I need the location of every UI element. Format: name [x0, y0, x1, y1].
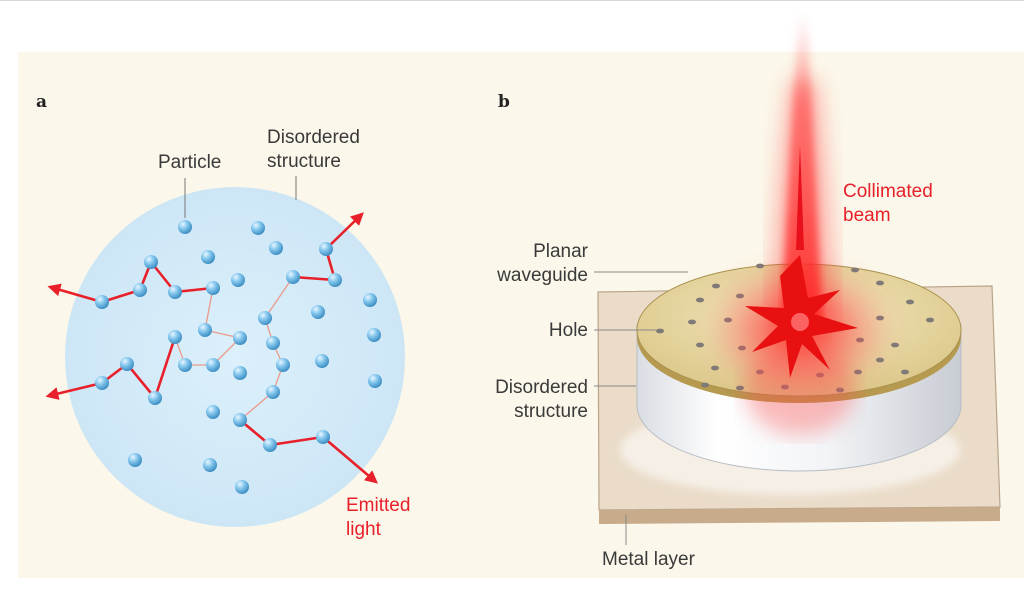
particle: [258, 311, 272, 325]
particle: [286, 270, 300, 284]
beam-halo: [770, 80, 836, 320]
particle: [206, 358, 220, 372]
particle: [120, 357, 134, 371]
particle: [319, 242, 333, 256]
disordered-structure-label-b: Disordered structure: [470, 376, 588, 424]
beam-core: [796, 145, 804, 250]
particle: [233, 331, 247, 345]
label-line: structure: [267, 151, 341, 172]
particle: [168, 330, 182, 344]
emission-center: [791, 313, 809, 331]
particle: [231, 273, 245, 287]
particle: [316, 430, 330, 444]
particle: [328, 273, 342, 287]
panel-a-letter: a: [36, 92, 48, 112]
particle: [315, 354, 329, 368]
particle: [198, 323, 212, 337]
label-line: structure: [514, 401, 588, 422]
label-line: light: [346, 519, 381, 540]
panel-b-diagram: [594, 15, 1001, 545]
label-line: Disordered: [267, 127, 360, 148]
particle: [206, 281, 220, 295]
label-line: Disordered: [495, 377, 588, 398]
particle: [251, 221, 265, 235]
particle: [276, 358, 290, 372]
label-line: beam: [843, 205, 891, 226]
emitted-light-label: Emitted light: [346, 494, 410, 542]
panel-a-diagram: [45, 176, 405, 527]
particle: [233, 366, 247, 380]
particle: [269, 241, 283, 255]
particle: [144, 255, 158, 269]
particle: [235, 480, 249, 494]
collimated-beam-label: Collimated beam: [843, 180, 933, 228]
label-line: waveguide: [497, 265, 588, 286]
particles: [95, 220, 382, 494]
particle: [367, 328, 381, 342]
particle: [266, 385, 280, 399]
particle-label: Particle: [158, 152, 222, 173]
particle: [168, 285, 182, 299]
emission-glow-lower: [745, 345, 855, 435]
disordered-sphere: [65, 187, 405, 527]
particle: [201, 250, 215, 264]
top-border: [0, 0, 1024, 1]
label-line: Collimated: [843, 181, 933, 202]
label-line: Planar: [533, 241, 588, 262]
particle: [368, 374, 382, 388]
disordered-structure-label-a: Disordered structure: [267, 126, 360, 174]
particle: [148, 391, 162, 405]
particle: [95, 376, 109, 390]
particle: [263, 438, 277, 452]
particle: [266, 336, 280, 350]
label-line: Emitted: [346, 495, 411, 516]
particle: [206, 405, 220, 419]
particle: [178, 358, 192, 372]
particle: [311, 305, 325, 319]
panel-b-letter: b: [498, 92, 510, 112]
planar-waveguide-label: Planar waveguide: [480, 240, 588, 288]
particle: [363, 293, 377, 307]
particle: [203, 458, 217, 472]
particle: [178, 220, 192, 234]
metal-layer-edge: [599, 507, 1000, 524]
particle: [128, 453, 142, 467]
particle: [133, 283, 147, 297]
hole-label: Hole: [548, 320, 588, 341]
metal-layer-label: Metal layer: [602, 549, 695, 570]
particle: [95, 295, 109, 309]
particle: [233, 413, 247, 427]
